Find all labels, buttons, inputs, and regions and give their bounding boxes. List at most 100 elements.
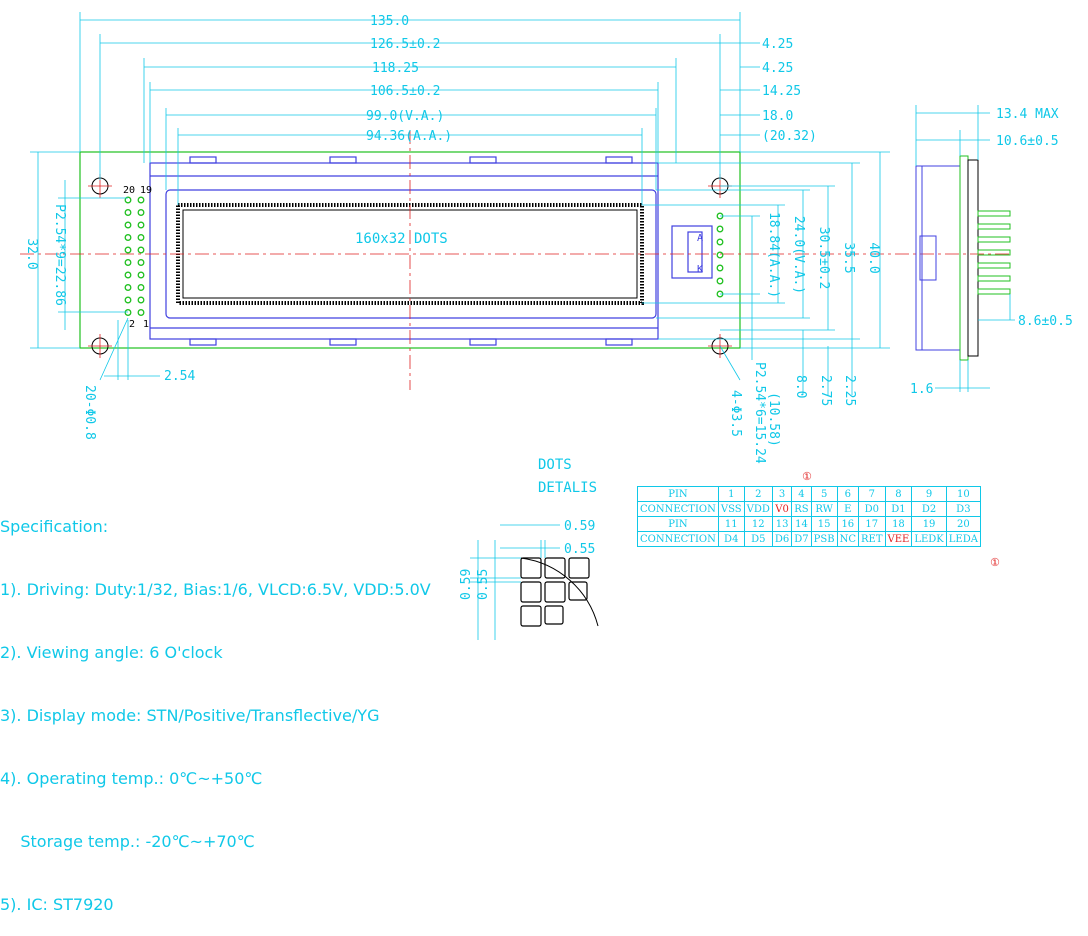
dim-99-va: 99.0(V.A.) xyxy=(366,109,444,124)
pin-cell: 4 xyxy=(791,486,812,502)
conn-cell: NC xyxy=(836,531,860,547)
pin-cell: 16 xyxy=(836,516,860,532)
pin-cell: 9 xyxy=(911,486,947,502)
bezel xyxy=(149,156,713,346)
dim-118-25: 118.25 xyxy=(372,61,419,76)
conn-cell: RET xyxy=(858,531,886,547)
spec-viewing-angle: 2). Viewing angle: 6 O'clock xyxy=(0,643,223,662)
pin-cell: 17 xyxy=(858,516,886,532)
connector-pad xyxy=(137,296,145,304)
dim-20-holes: 20-Φ0.8 xyxy=(82,385,97,440)
dim-40: 40.0 xyxy=(866,242,881,273)
connector-pad xyxy=(124,209,132,216)
pin-row-2: PIN 11 12 13 14 15 16 17 18 19 20 xyxy=(637,516,981,532)
pin-cell: 7 xyxy=(858,486,886,502)
led-k-label: K xyxy=(697,264,703,275)
dim-dot-0-55: 0.55 xyxy=(564,542,595,557)
dim-8-6: 8.6±0.5 xyxy=(1018,314,1073,329)
pin-cell: 14 xyxy=(791,516,812,532)
spec-driving: 1). Driving: Duty:1/32, Bias:1/6, VLCD:6… xyxy=(0,580,431,599)
led-a-label: A xyxy=(697,233,703,244)
conn-cell: VDD xyxy=(743,501,773,517)
pin-cell: 2 xyxy=(743,486,773,502)
pin-cell: 5 xyxy=(810,486,838,502)
left-connector-pads xyxy=(124,196,145,316)
dim-right-14-25: 14.25 xyxy=(762,84,801,99)
connector-pad xyxy=(137,196,145,204)
conn-cell: D2 xyxy=(911,501,947,517)
dim-4-holes: 4-Φ3.5 xyxy=(728,390,743,437)
dim-30-5: 30.5±0.2 xyxy=(816,227,831,290)
connector-pad xyxy=(137,259,145,266)
conn-cell: D0 xyxy=(858,501,886,517)
pin-cell: 10 xyxy=(945,486,981,502)
led-pad xyxy=(716,225,724,233)
conn-row-1: CONNECTION VSS VDD V0 RS RW E D0 D1 D2 D… xyxy=(637,501,981,517)
connector-pad xyxy=(124,221,132,229)
dim-126-5: 126.5±0.2 xyxy=(370,37,440,52)
connector-pad xyxy=(137,284,145,291)
pin-cell: 8 xyxy=(884,486,913,502)
connector-pad xyxy=(124,284,132,291)
led-pad xyxy=(716,277,724,285)
led-pad xyxy=(716,251,724,259)
conn-cell: D7 xyxy=(791,531,812,547)
detail-title-1: DOTS xyxy=(538,457,572,473)
pin-cell: 20 xyxy=(945,516,981,532)
dim-10-58: (10.58) xyxy=(766,392,781,447)
connector-pad xyxy=(137,309,145,316)
conn-cell: LEDK xyxy=(911,531,947,547)
spec-ic: 5). IC: ST7920 xyxy=(0,895,114,914)
dim-pitch-6: P2.54*6=15.24 xyxy=(752,362,767,464)
connector-pad xyxy=(137,271,145,279)
connector-pad xyxy=(137,209,145,216)
dim-94-aa: 94.36(A.A.) xyxy=(366,129,452,144)
connector-pad xyxy=(124,259,132,266)
connector-pad xyxy=(137,221,145,229)
dim-right-4-25b: 4.25 xyxy=(762,61,793,76)
dim-2-54: 2.54 xyxy=(164,369,195,384)
pin-cell: 12 xyxy=(743,516,773,532)
dim-2-75: 2.75 xyxy=(818,375,833,406)
conn-cell: E xyxy=(836,501,860,517)
pin-cell: 15 xyxy=(810,516,838,532)
vee-mark: ① xyxy=(990,556,1000,569)
conn-cell: VSS xyxy=(717,501,745,517)
pin-cell: 6 xyxy=(836,486,860,502)
pin-19-label: 19 xyxy=(140,185,152,196)
connection-header: CONNECTION xyxy=(637,531,719,547)
pin-cell: 3 xyxy=(771,486,793,502)
dim-2-25: 2.25 xyxy=(842,375,857,406)
connector-pad xyxy=(124,234,132,241)
dim-135: 135.0 xyxy=(370,14,409,29)
dim-13-4-max: 13.4 MAX xyxy=(996,107,1059,122)
spec-display-mode: 3). Display mode: STN/Positive/Transflec… xyxy=(0,706,380,725)
dimension-lines xyxy=(30,12,890,395)
pin-cell: 13 xyxy=(771,516,793,532)
pin-cell: 19 xyxy=(911,516,947,532)
pin-header: PIN xyxy=(637,486,719,502)
conn-cell: D1 xyxy=(884,501,913,517)
spec-storage-temp: Storage temp.: -20℃~+70℃ xyxy=(0,832,255,851)
conn-cell: LEDA xyxy=(945,531,981,547)
v0-mark: ① xyxy=(802,470,812,483)
specification: Specification: 1). Driving: Duty:1/32, B… xyxy=(0,474,431,936)
conn-cell-v0: V0 xyxy=(771,501,793,517)
conn-cell: D4 xyxy=(717,531,745,547)
led-connector-pads xyxy=(716,212,724,298)
conn-cell: PSB xyxy=(810,531,838,547)
pin-row-1: PIN 1 2 3 4 5 6 7 8 9 10 xyxy=(637,486,981,502)
dim-10-6: 10.6±0.5 xyxy=(996,134,1059,149)
led-pad xyxy=(716,238,724,246)
dim-right-18: 18.0 xyxy=(762,109,793,124)
pin-1-label: 1 xyxy=(143,319,149,330)
dim-pitch-9: P2.54*9=22.86 xyxy=(52,204,67,306)
dot-detail xyxy=(470,524,599,640)
pin-header: PIN xyxy=(637,516,719,532)
conn-cell: D5 xyxy=(743,531,773,547)
conn-cell-vee: VEE xyxy=(884,531,913,547)
dim-dot-0-55-v: 0.55 xyxy=(476,569,491,600)
pin-table: PIN 1 2 3 4 5 6 7 8 9 10 CONNECTION VSS … xyxy=(637,486,981,547)
connector-pad xyxy=(124,309,132,316)
dim-106-5: 106.5±0.2 xyxy=(370,84,440,99)
